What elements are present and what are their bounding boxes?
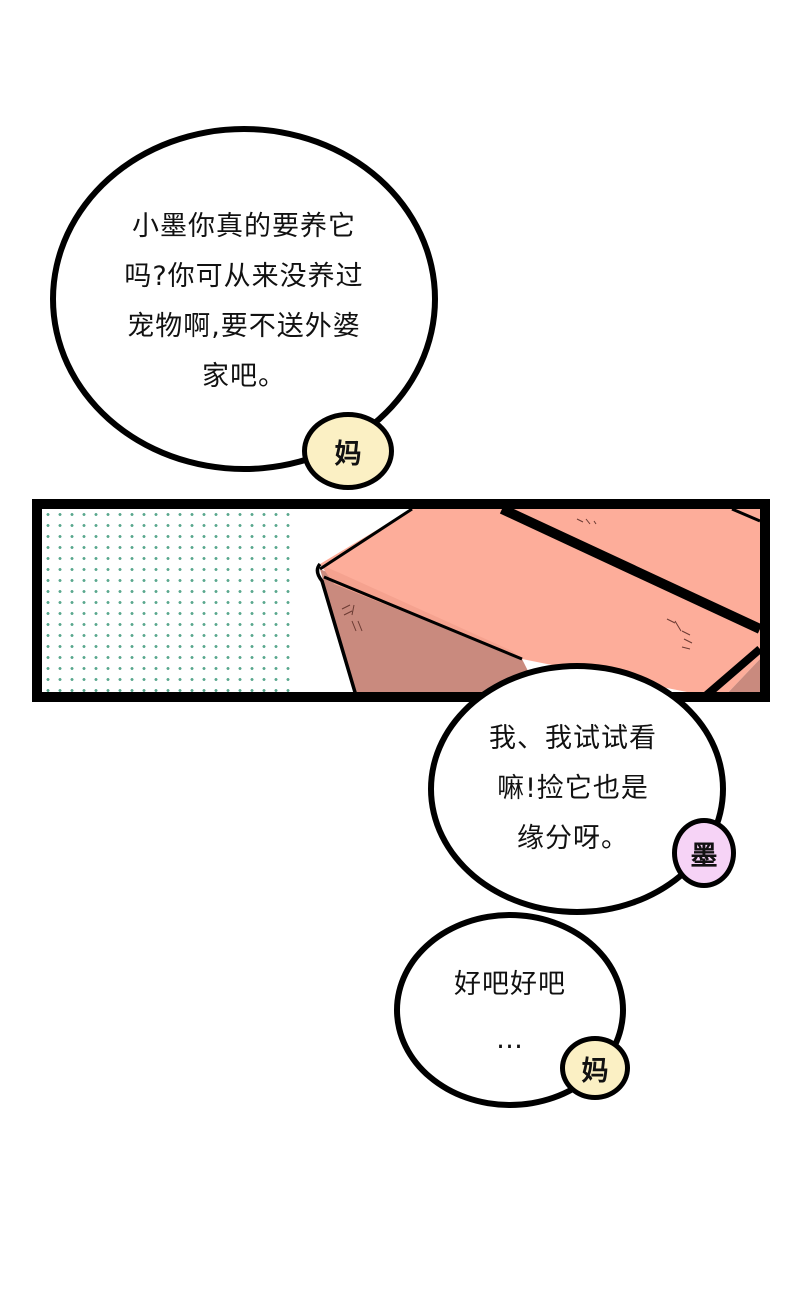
bubble-line: … [496,1024,524,1055]
speech-bubble-mo-2: 我、我试试看 嘛!捡它也是 缘分呀。 [428,663,726,915]
cardboard-box-illustration [315,509,760,692]
bubble-line: 好吧好吧 [454,969,566,1000]
bubble-line: 宠物啊,要不送外婆 [127,311,361,342]
bubble-line: 吗?你可从来没养过 [124,261,364,292]
speech-bubble-mom-1: 小墨你真的要养它 吗?你可从来没养过 宠物啊,要不送外婆 家吧。 [50,126,438,472]
bubble-line: 家吧。 [202,361,286,392]
halftone-dots [42,509,292,692]
comic-panel-box [32,499,770,702]
bubble-line: 小墨你真的要养它 [132,211,356,242]
speaker-badge-mom: 妈 [560,1036,630,1100]
speaker-badge-mom: 妈 [302,412,394,490]
bubble-line: 我、我试试看 [489,723,657,754]
bubble-line: 缘分呀。 [517,823,629,854]
speaker-badge-mo: 墨 [672,818,736,888]
bubble-line: 嘛!捡它也是 [497,773,649,804]
